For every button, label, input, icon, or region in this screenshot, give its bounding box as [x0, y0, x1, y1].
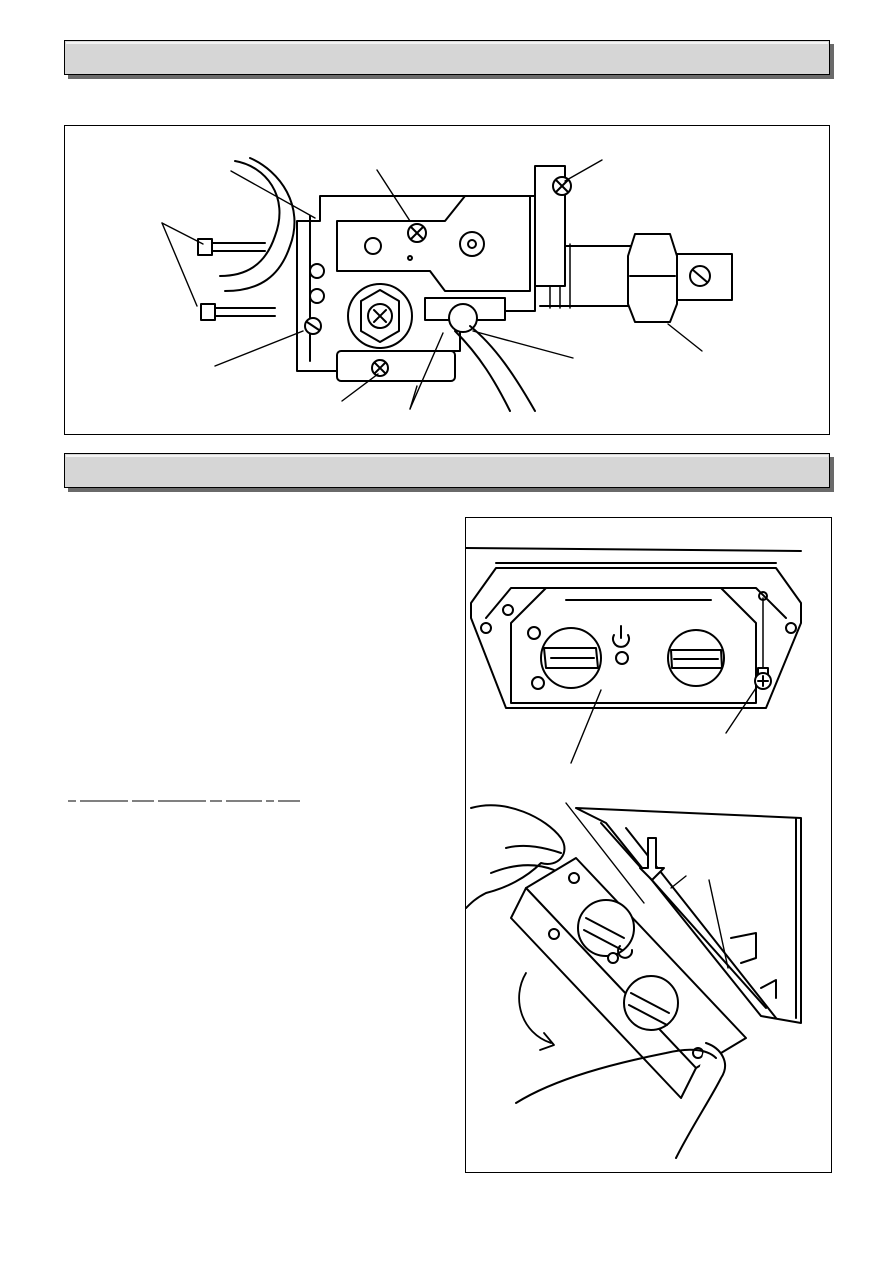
phillips-screw-icon: [304, 317, 322, 335]
section-banner-middle: [64, 453, 830, 488]
gas-valve-figure: [64, 125, 830, 435]
dashed-divider: [68, 800, 300, 802]
control-knob-icon: [667, 629, 725, 687]
gas-valve-drawing: [161, 157, 733, 412]
control-knob-icon: [540, 627, 602, 689]
phillips-screw-icon: [407, 223, 427, 243]
phillips-screw-icon: [371, 359, 389, 377]
control-knob-icon: [623, 975, 679, 1031]
control-panel-drawing: [466, 547, 802, 1159]
phillips-screw-icon: [689, 265, 711, 287]
section-banner-top: [64, 40, 830, 75]
phillips-screw-icon: [754, 597, 772, 690]
control-panel-figure: [465, 517, 832, 1173]
hex-bolt-icon: [197, 238, 266, 256]
hex-bolt-icon: [200, 303, 276, 321]
power-symbol-icon: [612, 625, 630, 665]
phillips-screw-icon: [552, 176, 572, 196]
power-symbol-icon: [607, 945, 634, 964]
control-knob-icon: [577, 899, 635, 957]
